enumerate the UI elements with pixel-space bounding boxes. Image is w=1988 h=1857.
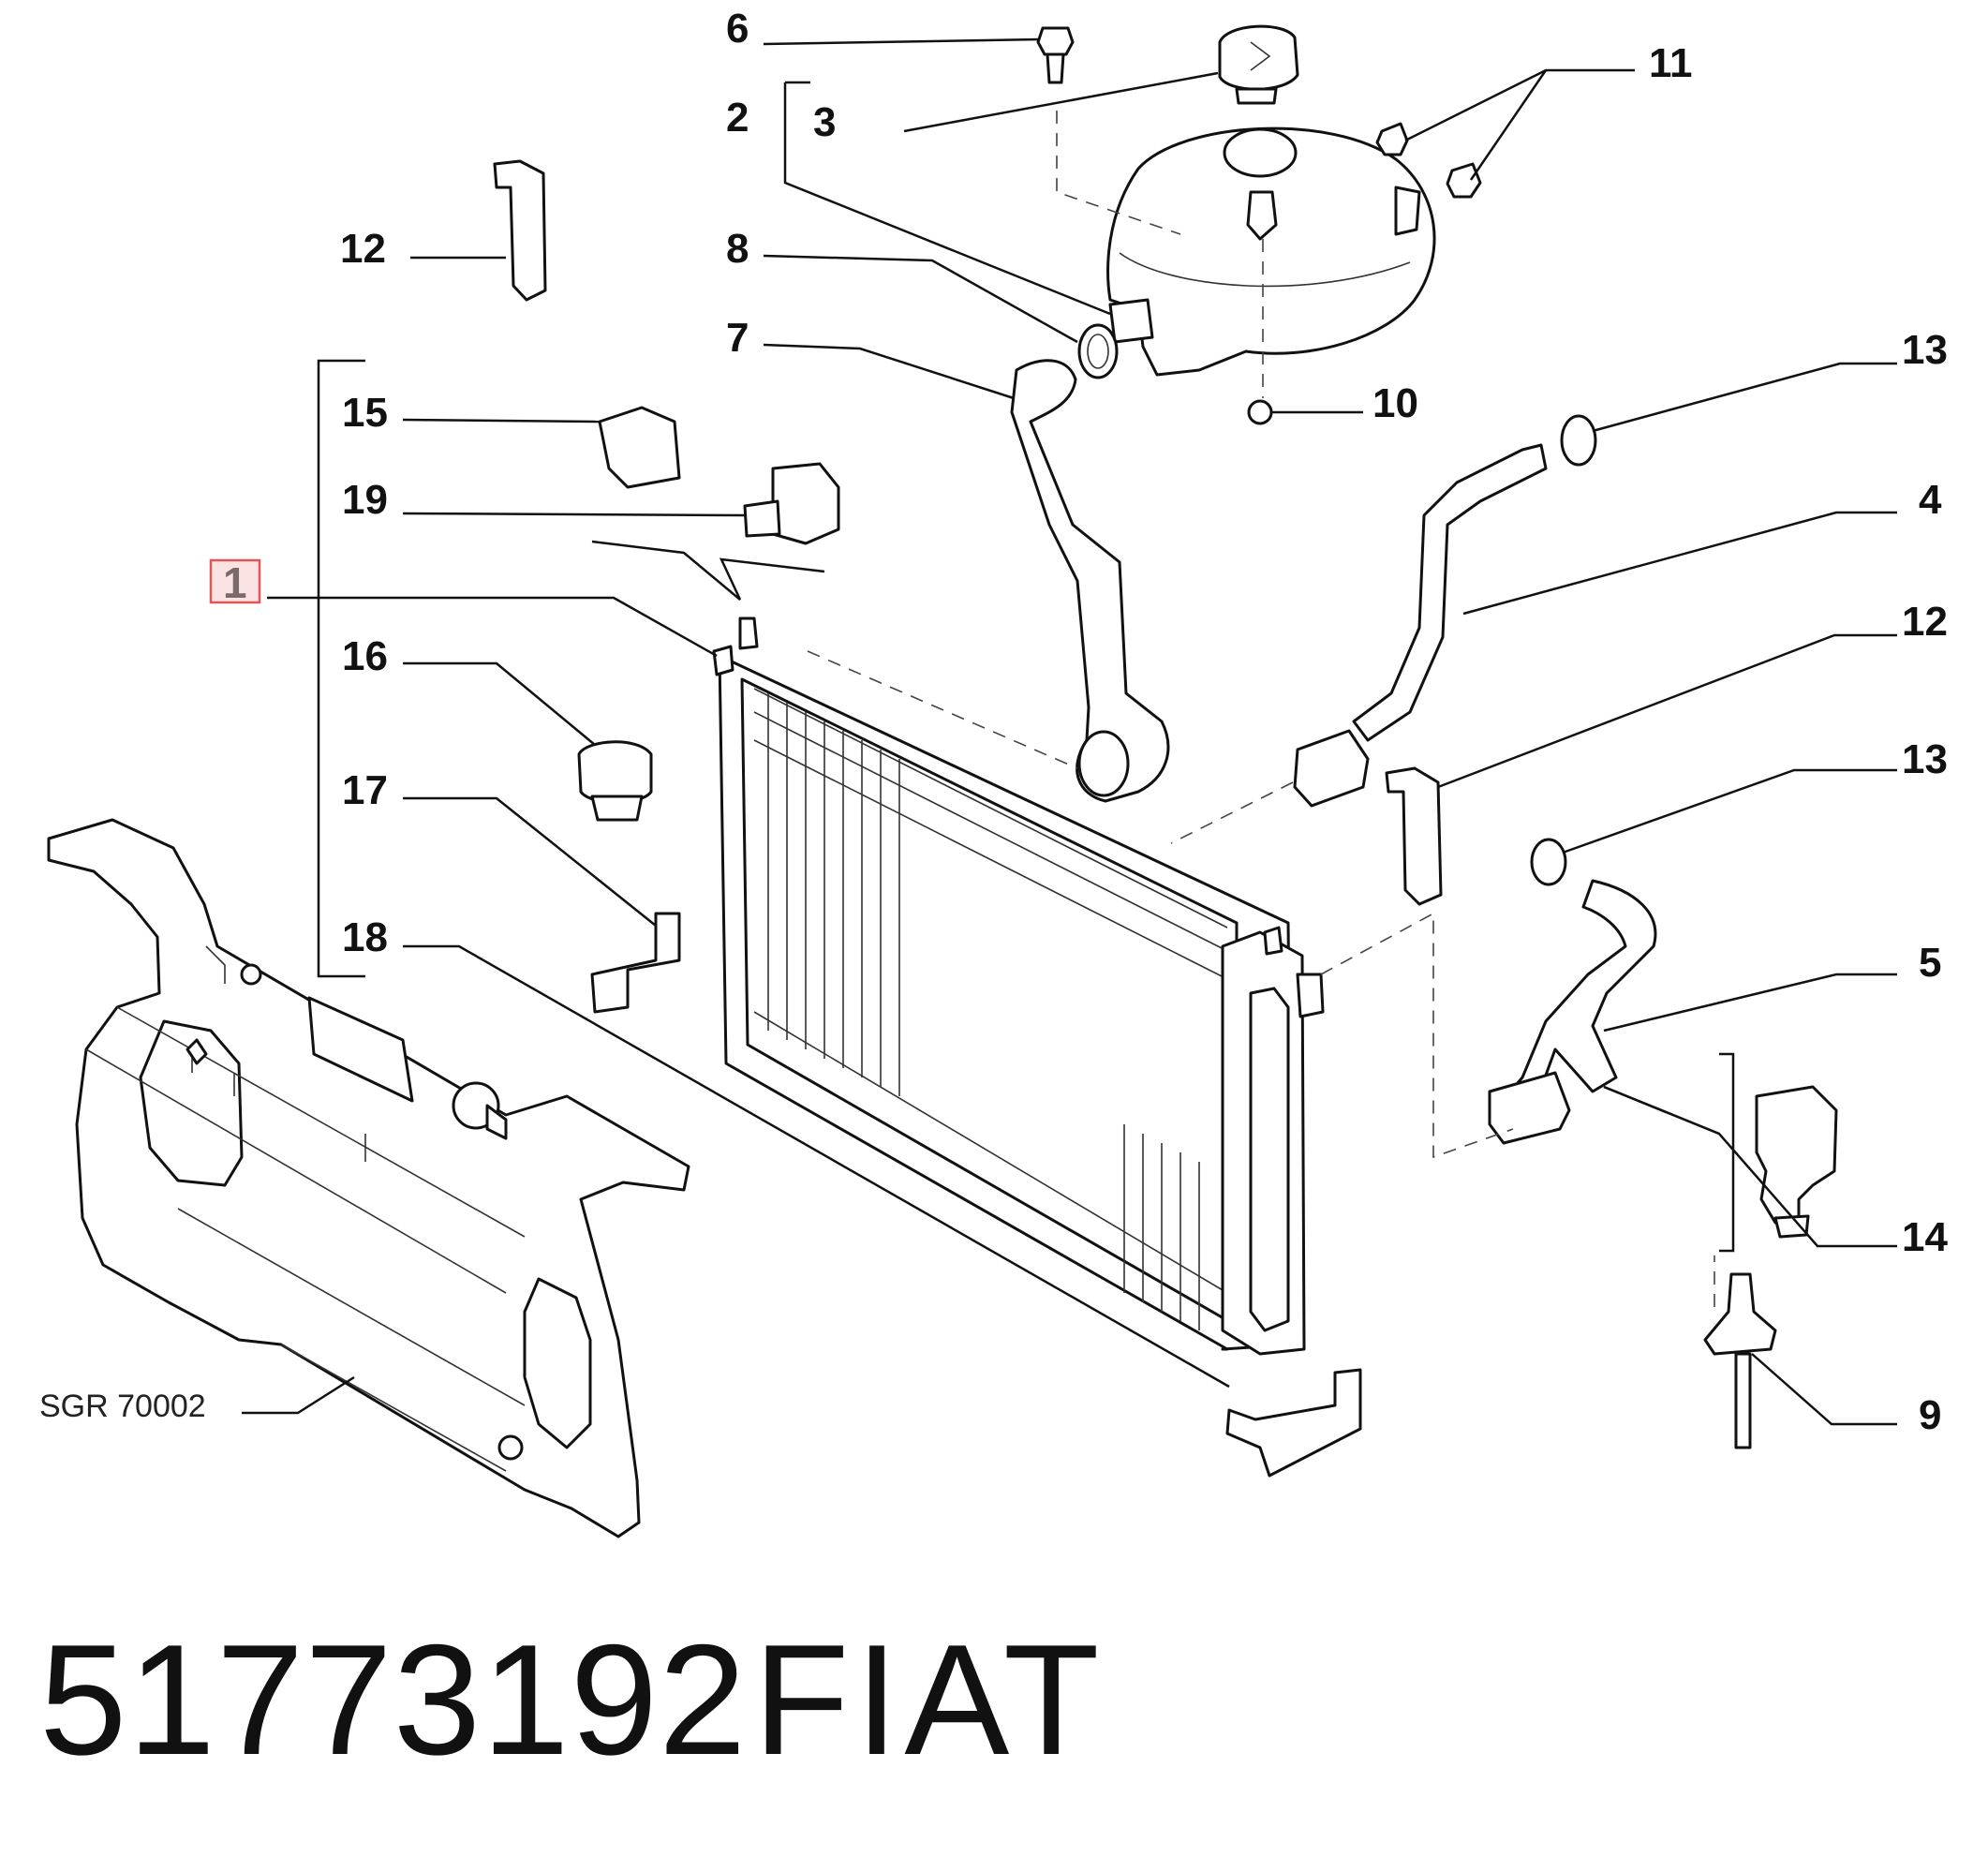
- label-18: 18: [342, 914, 388, 960]
- label-17: 17: [342, 767, 388, 813]
- label-1: 1: [223, 558, 247, 607]
- tank-cap-drawing: [1218, 24, 1299, 105]
- valve-drawing: [1755, 1085, 1838, 1239]
- alignment-lines: [807, 111, 1715, 1307]
- radiator-drawing: [712, 617, 1325, 1356]
- bracket-drawing: [590, 912, 681, 1014]
- clip-drawing: [1247, 399, 1273, 425]
- label-9: 9: [1919, 1392, 1941, 1438]
- label-15: 15: [342, 390, 388, 436]
- rivet-pin-drawing: [1703, 1272, 1777, 1449]
- grommets-drawing: [1375, 122, 1482, 199]
- part-labels: 6 2 3 11 12 8 7 10 13 15 19 4 1 12 16 13…: [39, 6, 1948, 1438]
- label-12-upper: 12: [340, 226, 386, 272]
- rubber-mount-drawing: [577, 740, 653, 822]
- hose-clamps-drawing: [1530, 414, 1597, 886]
- leader-lines: [242, 37, 1897, 1426]
- label-2: 2: [726, 95, 749, 141]
- label-3: 3: [813, 99, 836, 145]
- mount-clip-drawing: [598, 406, 681, 489]
- pipe-fitting-drawing: [743, 462, 840, 545]
- bolt-drawing: [1036, 26, 1075, 84]
- expansion-tank-drawing: [1106, 126, 1436, 377]
- lower-bracket-drawing: [1225, 1368, 1362, 1478]
- label-19: 19: [342, 477, 388, 523]
- label-14: 14: [1902, 1214, 1948, 1260]
- label-13-upper: 13: [1902, 327, 1948, 373]
- hose-lower-drawing: [1488, 879, 1657, 1145]
- upper-hose-drawing: [1010, 359, 1170, 803]
- label-8: 8: [726, 226, 749, 272]
- hose-clamp-drawing: [1077, 323, 1119, 379]
- seal-right-drawing: [1385, 766, 1443, 906]
- part-number: 51773192: [39, 1612, 748, 1788]
- label-16: 16: [342, 633, 388, 679]
- label-1-highlight: [209, 558, 261, 604]
- label-5: 5: [1919, 940, 1941, 986]
- label-10: 10: [1372, 380, 1418, 426]
- label-13-lower: 13: [1902, 736, 1948, 782]
- hose-return-drawing: [1293, 443, 1548, 808]
- front-panel-drawing: [47, 818, 690, 1538]
- label-4: 4: [1919, 477, 1942, 523]
- label-11: 11: [1649, 40, 1693, 86]
- seal-upper-drawing: [493, 159, 547, 302]
- label-6: 6: [726, 6, 749, 52]
- brand-name: FIAT: [753, 1612, 1105, 1788]
- label-7: 7: [726, 315, 749, 361]
- label-12-right: 12: [1902, 599, 1948, 645]
- sgr-reference: SGR 70002: [39, 1389, 206, 1424]
